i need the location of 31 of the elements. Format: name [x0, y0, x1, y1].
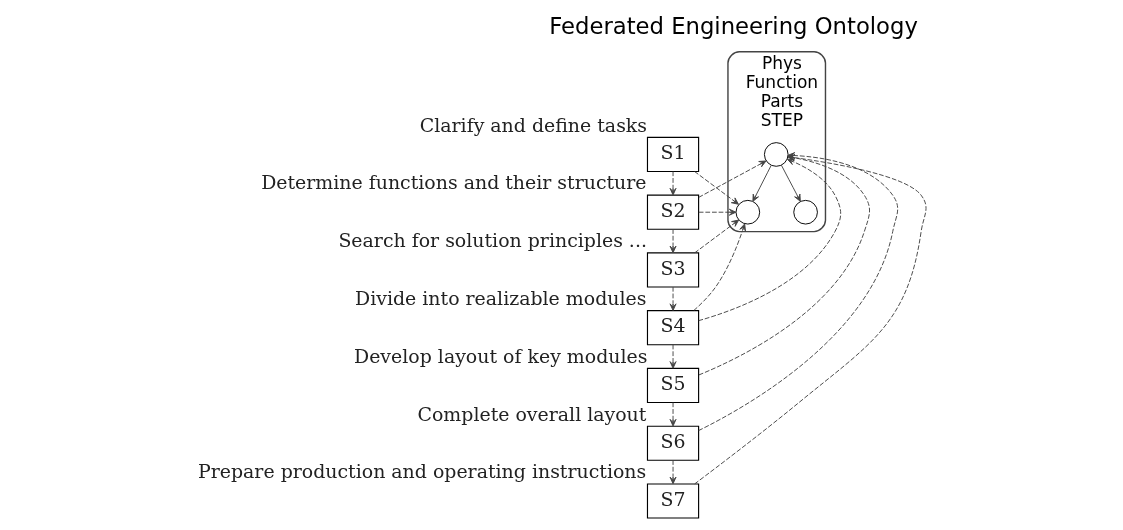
arrow: [693, 223, 746, 311]
node-box: S6: [646, 425, 700, 461]
node-label: Prepare production and operating instructions: [198, 460, 647, 483]
node-circle: [735, 199, 761, 225]
node-label: Search for solution principles ...: [338, 229, 647, 252]
node-box: S7: [646, 483, 700, 519]
arrow: [669, 402, 677, 427]
node-box: S2: [646, 194, 700, 230]
arrow: [780, 164, 801, 202]
node-label: Develop layout of key modules: [354, 344, 648, 367]
arrow: [669, 228, 677, 254]
node-circle: [763, 142, 789, 167]
diagram-title: Federated Engineering Ontology: [549, 12, 918, 39]
node-label: Complete overall layout: [417, 402, 647, 425]
arrow: [694, 219, 740, 254]
arrow: [698, 160, 767, 198]
node-label: Determine functions and their structure: [261, 171, 647, 194]
arrow: [698, 208, 737, 216]
node-circle: [793, 199, 818, 225]
node-label: Divide into realizable modules: [355, 287, 647, 309]
arrow: [669, 459, 677, 485]
node-box: S3: [646, 252, 700, 288]
node-box: S1: [646, 136, 700, 173]
node-box: S5: [646, 367, 700, 404]
arrow: [669, 286, 677, 311]
arrow: [752, 164, 772, 202]
arrow: [694, 171, 739, 205]
node-box: S4: [646, 310, 700, 346]
arrow: [669, 171, 677, 196]
arrow: [669, 344, 677, 369]
node-label: Clarify and define tasks: [419, 113, 648, 136]
